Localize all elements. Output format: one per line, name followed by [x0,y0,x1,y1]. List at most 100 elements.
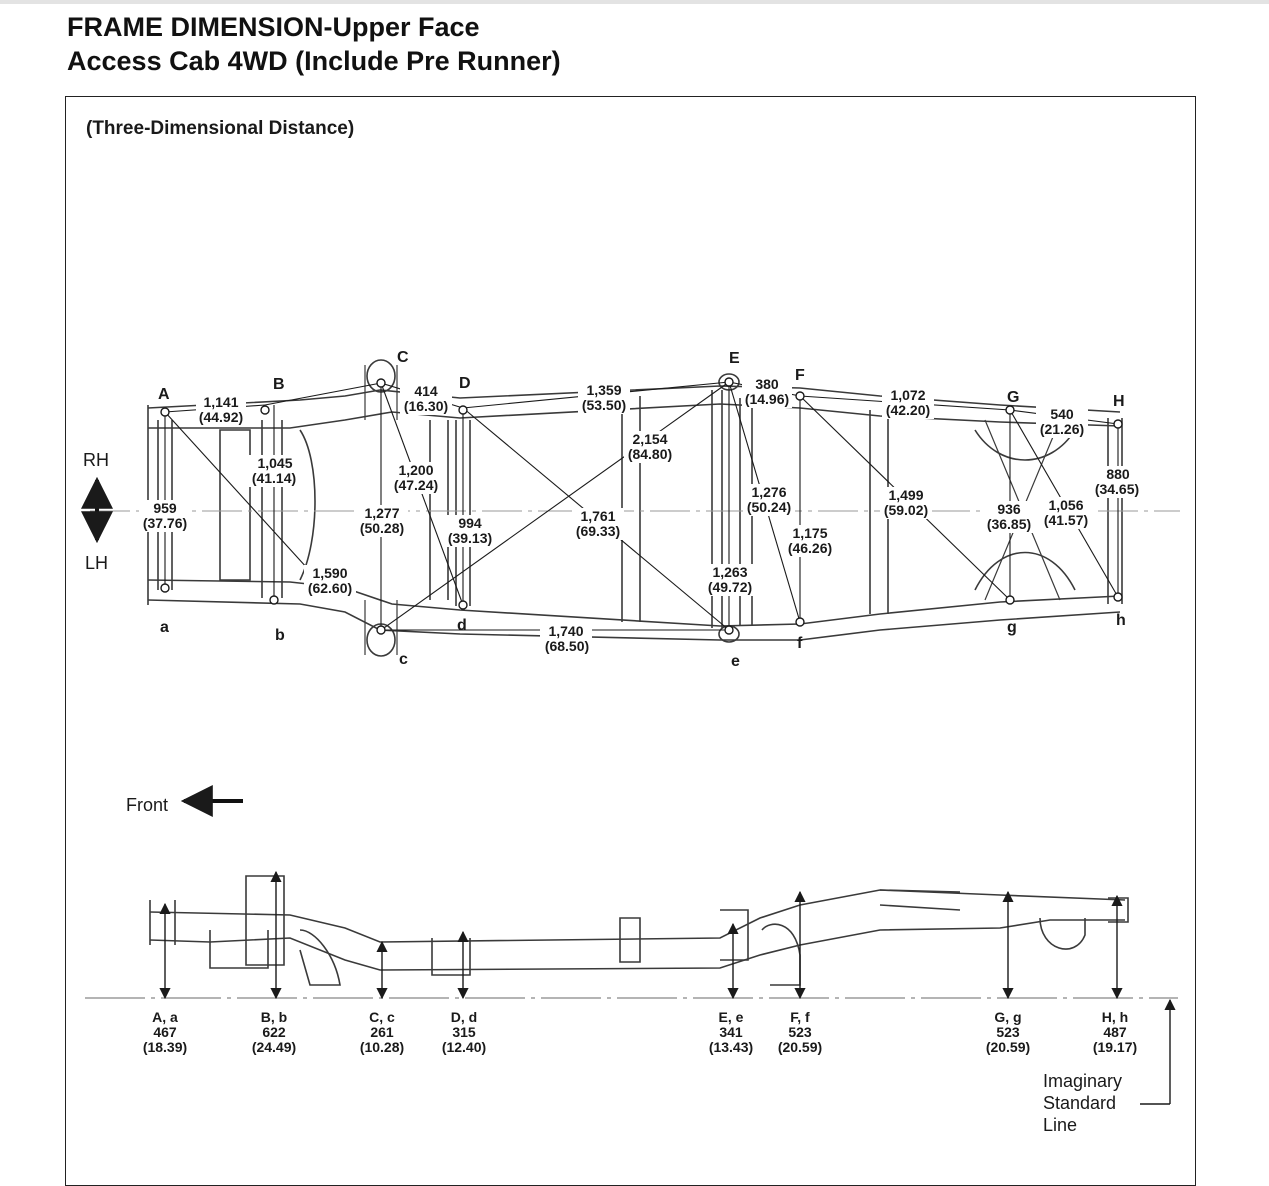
svg-text:(34.65): (34.65) [1095,481,1139,497]
point-E-label: E [729,350,740,367]
svg-text:(41.14): (41.14) [252,470,296,486]
svg-text:(20.59): (20.59) [778,1039,822,1055]
top-point-markers [160,377,1123,635]
svg-text:(20.59): (20.59) [986,1039,1030,1055]
front-label: Front [126,795,168,815]
side-height-arrows [159,870,1123,1000]
svg-text:994: 994 [458,515,482,531]
point-B-label: B [273,376,285,393]
svg-text:Line: Line [1043,1115,1077,1135]
svg-text:(59.02): (59.02) [884,502,928,518]
svg-text:540: 540 [1050,406,1074,422]
height-F: F, f 523 (20.59) [778,1009,822,1055]
svg-text:G, g: G, g [994,1009,1021,1025]
point-A-label: A [158,386,170,403]
svg-text:1,175: 1,175 [792,525,827,541]
svg-text:1,200: 1,200 [398,462,433,478]
svg-text:1,359: 1,359 [586,382,621,398]
svg-text:523: 523 [996,1024,1020,1040]
svg-text:936: 936 [997,501,1021,517]
svg-text:(24.49): (24.49) [252,1039,296,1055]
svg-text:(49.72): (49.72) [708,579,752,595]
dim-1056: 1,056 (41.57) [1040,497,1092,529]
height-D: D, d 315 (12.40) [442,1009,486,1055]
svg-text:467: 467 [153,1024,177,1040]
svg-text:E, e: E, e [719,1009,744,1025]
height-E: E, e 341 (13.43) [709,1009,753,1055]
dim-880: 880 (34.65) [1090,466,1146,498]
svg-text:2,154: 2,154 [632,431,667,447]
svg-text:959: 959 [153,500,177,516]
svg-text:1,590: 1,590 [312,565,347,581]
svg-text:(50.24): (50.24) [747,499,791,515]
svg-text:(21.26): (21.26) [1040,421,1084,437]
dim-959: 959 (37.76) [139,500,191,532]
dim-540: 540 (21.26) [1036,406,1088,438]
page-top-rule [0,0,1269,4]
dim-1499: 1,499 (59.02) [880,487,932,519]
svg-text:F, f: F, f [790,1009,810,1025]
height-B: B, b 622 (24.49) [252,1009,296,1055]
svg-text:C, c: C, c [369,1009,395,1025]
svg-text:(68.50): (68.50) [545,638,589,654]
top-view-frame [147,359,1123,657]
svg-text:H, h: H, h [1102,1009,1128,1025]
lower-point-letters: a b c d e f g h [160,612,1126,670]
point-C-label: C [397,349,409,366]
svg-text:(62.60): (62.60) [308,580,352,596]
svg-text:B, b: B, b [261,1009,287,1025]
point-c-label: c [399,651,408,668]
svg-text:523: 523 [788,1024,812,1040]
point-f-label: f [797,635,803,652]
svg-text:(53.50): (53.50) [582,397,626,413]
dim-1175: 1,175 (46.26) [784,525,836,557]
point-G-label: G [1007,389,1019,406]
svg-text:880: 880 [1106,466,1130,482]
svg-text:D, d: D, d [451,1009,477,1025]
side-height-labels: A, a 467 (18.39) B, b 622 (24.49) C, c 2… [143,1009,1137,1055]
svg-text:(42.20): (42.20) [886,402,930,418]
svg-text:1,276: 1,276 [751,484,786,500]
page-subtitle: Access Cab 4WD (Include Pre Runner) [67,46,561,76]
dim-1761: 1,761 (69.33) [572,508,624,540]
svg-text:(36.85): (36.85) [987,516,1031,532]
svg-text:(14.96): (14.96) [745,391,789,407]
svg-text:(39.13): (39.13) [448,530,492,546]
lh-label: LH [85,553,108,573]
svg-text:1,141: 1,141 [203,394,238,410]
dim-380: 380 (14.96) [742,376,792,408]
svg-text:(13.43): (13.43) [709,1039,753,1055]
svg-text:1,740: 1,740 [548,623,583,639]
svg-text:(69.33): (69.33) [576,523,620,539]
top-dimension-labels: 1,141 (44.92) 414 (16.30) 1,359 (53.50) … [139,376,1146,655]
point-a-label: a [160,619,169,636]
dim-936: 936 (36.85) [984,501,1036,533]
point-H-label: H [1113,393,1125,410]
point-d-label: d [457,617,467,634]
svg-text:1,277: 1,277 [364,505,399,521]
svg-text:(41.57): (41.57) [1044,512,1088,528]
svg-text:622: 622 [262,1024,286,1040]
dim-1277: 1,277 (50.28) [356,505,408,537]
svg-text:(84.80): (84.80) [628,446,672,462]
svg-text:Imaginary: Imaginary [1043,1071,1122,1091]
height-A: A, a 467 (18.39) [143,1009,187,1055]
diagram-subtitle: (Three-Dimensional Distance) [86,118,354,139]
height-G: G, g 523 (20.59) [986,1009,1030,1055]
height-H: H, h 487 (19.17) [1093,1009,1137,1055]
dim-1263: 1,263 (49.72) [704,564,756,596]
svg-text:261: 261 [370,1024,394,1040]
svg-text:(47.24): (47.24) [394,477,438,493]
dim-1740: 1,740 (68.50) [540,623,592,655]
point-g-label: g [1007,619,1017,636]
dim-1045: 1,045 (41.14) [248,455,300,487]
point-b-label: b [275,627,285,644]
svg-text:1,499: 1,499 [888,487,923,503]
svg-text:487: 487 [1103,1024,1127,1040]
svg-text:1,761: 1,761 [580,508,615,524]
page-title: FRAME DIMENSION-Upper Face [67,12,480,42]
svg-text:1,045: 1,045 [257,455,292,471]
svg-text:(37.76): (37.76) [143,515,187,531]
upper-point-letters: A B C D E F G H [158,349,1125,410]
